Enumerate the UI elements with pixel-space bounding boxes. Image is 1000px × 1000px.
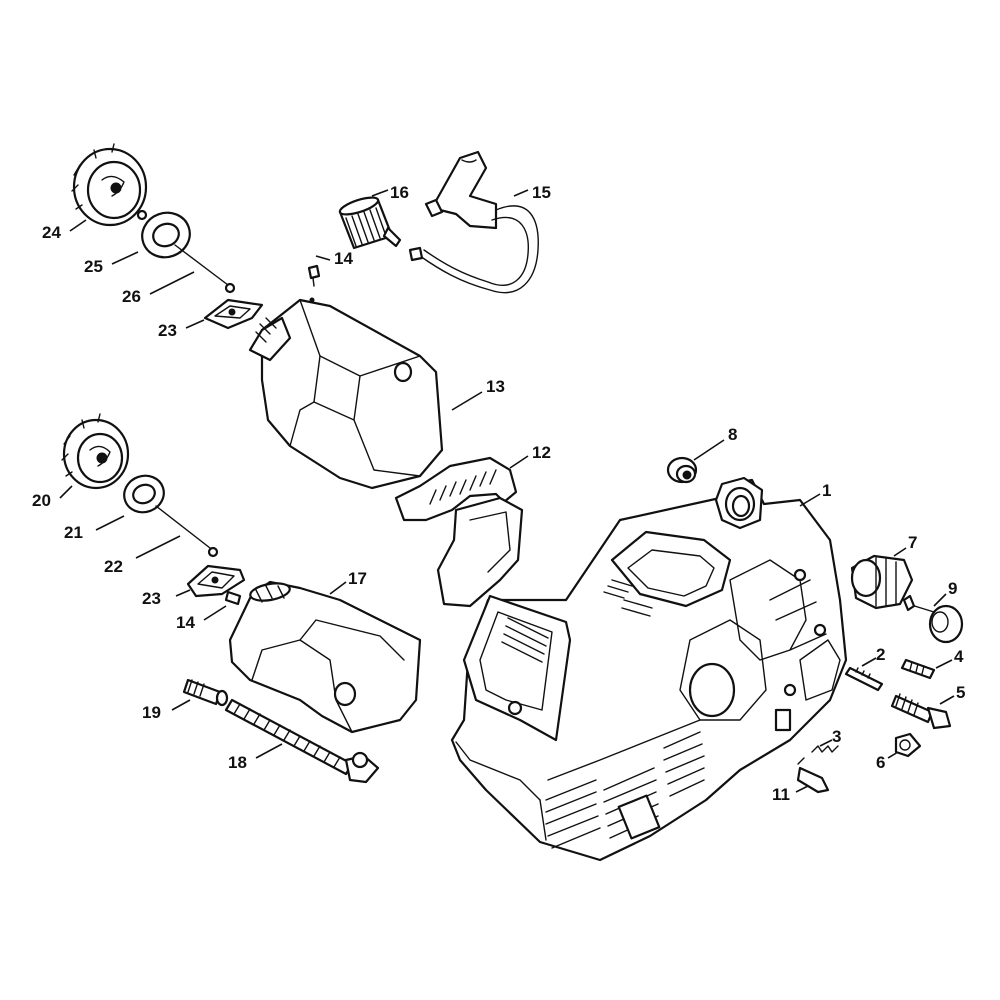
callout-labels: 24 25 26 23 14 16 15 13 12 8 1 7 9 2 4 5…: [32, 183, 965, 804]
label-14-upper: 14: [334, 249, 353, 268]
part-25-seal-ring: [136, 209, 191, 259]
label-20: 20: [32, 491, 51, 510]
leader-lines: [59, 189, 955, 793]
part-11-sleeve: [796, 757, 830, 794]
label-1: 1: [822, 481, 831, 500]
part-23-bracket-upper: [203, 298, 264, 330]
part-12-baffle: [394, 456, 524, 608]
part-18-screw: [224, 698, 380, 784]
part-13-tank-housing: [248, 297, 444, 490]
label-2: 2: [876, 645, 885, 664]
label-13: 13: [486, 377, 505, 396]
part-4-stud: [900, 658, 936, 680]
part-20-tank-cap: [61, 413, 130, 490]
label-7: 7: [908, 533, 917, 552]
label-19: 19: [142, 703, 161, 722]
label-18: 18: [228, 753, 247, 772]
part-22-cord: [155, 505, 219, 558]
label-4: 4: [954, 647, 964, 666]
label-17: 17: [348, 569, 367, 588]
part-9-plug: [902, 594, 964, 644]
part-24-tank-cap: [71, 143, 148, 227]
label-8: 8: [728, 425, 737, 444]
label-23-lower: 23: [142, 589, 161, 608]
part-16-fuel-filter: [338, 196, 402, 250]
part-15-fuel-hose: [408, 150, 539, 294]
part-26-cord: [174, 244, 236, 294]
part-23-bracket-lower: [186, 564, 246, 598]
label-26: 26: [122, 287, 141, 306]
part-2-pin: [844, 666, 884, 692]
part-14-sleeve-lower: [224, 590, 242, 606]
part-14-screw-upper: [307, 264, 321, 287]
label-12: 12: [532, 443, 551, 462]
part-1-main-housing: [450, 476, 848, 862]
label-16: 16: [390, 183, 409, 202]
label-21: 21: [64, 523, 83, 542]
label-25: 25: [84, 257, 103, 276]
part-19-sleeve: [182, 678, 229, 707]
label-5: 5: [956, 683, 965, 702]
label-23-upper: 23: [158, 321, 177, 340]
part-5-bolt: [890, 693, 952, 730]
part-7-bushing: [850, 554, 914, 610]
part-21-seal-ring: [123, 474, 165, 514]
part-3-spring: [811, 745, 839, 753]
label-22: 22: [104, 557, 123, 576]
label-24: 24: [42, 223, 61, 242]
part-6-screw: [894, 732, 922, 758]
label-3: 3: [832, 727, 841, 746]
part-17-handle-housing: [228, 580, 422, 734]
label-14-lower: 14: [176, 613, 195, 632]
label-15: 15: [532, 183, 551, 202]
label-11: 11: [772, 785, 790, 804]
part-8-grommet: [666, 456, 698, 484]
label-6: 6: [876, 753, 885, 772]
label-9: 9: [948, 579, 957, 598]
